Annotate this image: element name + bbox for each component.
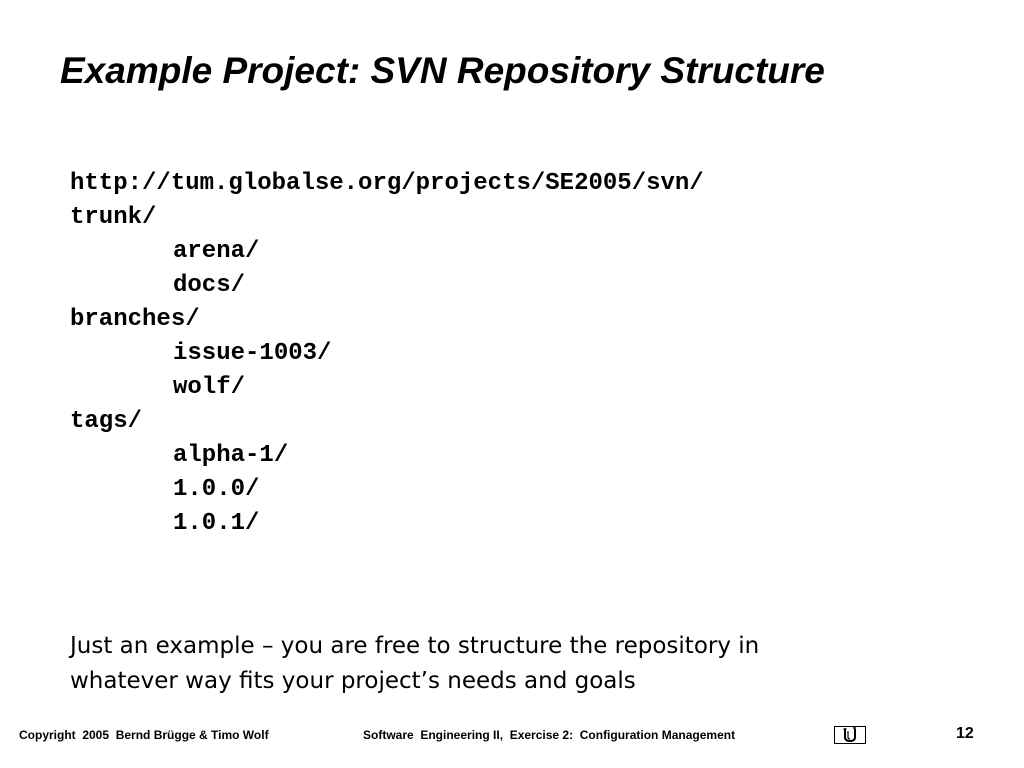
note-line-1: Just an example – you are free to struct…	[70, 633, 760, 659]
footer: Copyright 2005 Bernd Brügge & Timo Wolf …	[0, 722, 1024, 752]
tree-line: 1.0.0/	[173, 476, 260, 503]
footer-course-title: Software Engineering II, Exercise 2: Con…	[363, 728, 736, 742]
footer-copyright: Copyright 2005 Bernd Brügge & Timo Wolf	[19, 728, 269, 742]
slide-title: Example Project: SVN Repository Structur…	[60, 50, 825, 91]
tree-line: tags/	[70, 408, 143, 435]
note-line-2: whatever way fits your project’s needs a…	[70, 668, 636, 694]
repository-tree: http://tum.globalse.org/projects/SE2005/…	[70, 167, 704, 541]
note-paragraph: Just an example – you are free to struct…	[70, 629, 950, 699]
tree-line: docs/	[173, 272, 246, 299]
tree-line: arena/	[173, 238, 260, 265]
tree-line: http://tum.globalse.org/projects/SE2005/…	[70, 170, 704, 197]
tree-line: alpha-1/	[173, 442, 289, 469]
tree-line: 1.0.1/	[173, 510, 260, 537]
tree-line: branches/	[70, 306, 200, 333]
tree-line: wolf/	[173, 374, 246, 401]
tree-line: issue-1003/	[173, 340, 332, 367]
tree-line: trunk/	[70, 204, 157, 231]
tum-logo-icon	[834, 726, 866, 744]
page-number: 12	[956, 725, 974, 742]
